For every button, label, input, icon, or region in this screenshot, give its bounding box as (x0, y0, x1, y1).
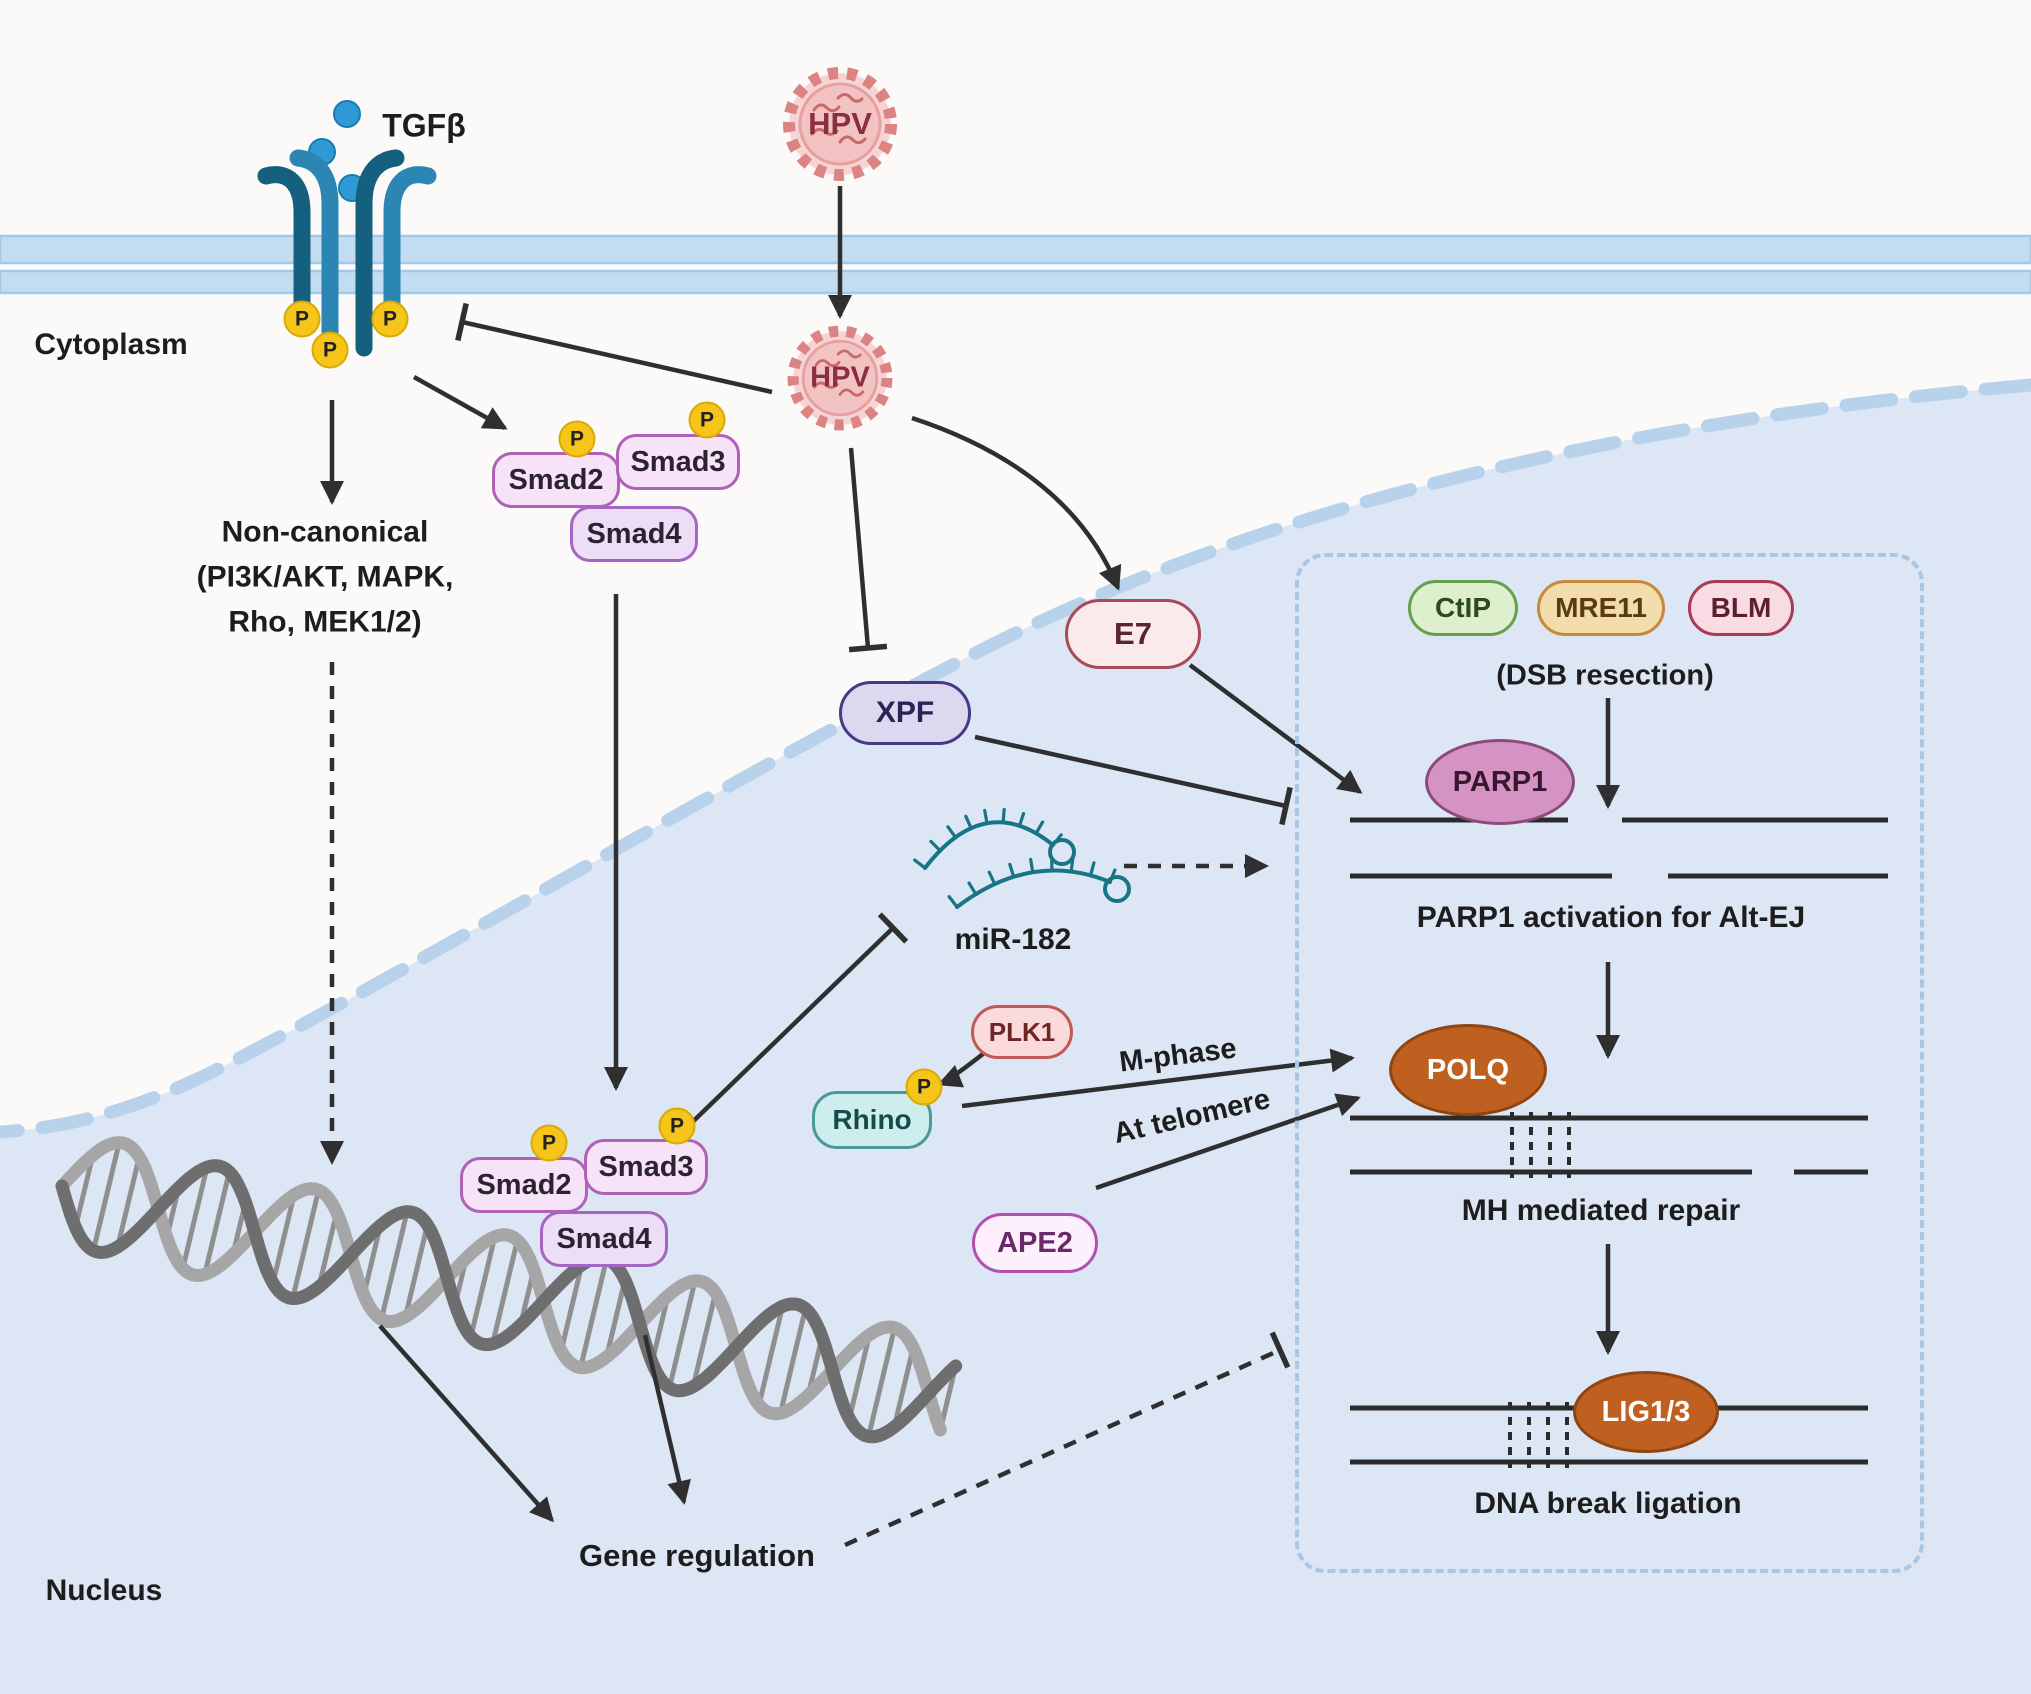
dna-break-ligation-label: DNA break ligation (1474, 1487, 1742, 1520)
tgfb-receptor-complex (257, 100, 437, 357)
dsb-resection-label: (DSB resection) (1496, 659, 1714, 692)
arrow-dna-to-gene-regulation-1 (378, 1324, 554, 1523)
mre11-node: MRE11 (1537, 580, 1665, 636)
gene-regulation-label: Gene regulation (579, 1538, 815, 1573)
dna-strands-mh-step (1350, 1112, 1868, 1178)
arrow-e7-to-altej (1188, 663, 1363, 794)
ctip-node: CtIP (1408, 580, 1518, 636)
arrow-dna-to-gene-regulation-2 (642, 1334, 691, 1505)
plk1-node: PLK1 (971, 1005, 1073, 1059)
mh-mediated-repair-label: MH mediated repair (1461, 1194, 1741, 1227)
smad3-node-cytoplasm: Smad3 (616, 434, 740, 490)
parp1-activation-label: PARP1 activation for Alt-EJ (1416, 901, 1806, 934)
blm-node: BLM (1688, 580, 1794, 636)
inhibition-hpv-to-xpf (848, 447, 888, 653)
hpv-virion-extracellular (783, 67, 897, 181)
dna-double-helix (55, 1136, 963, 1444)
cytoplasm-label: Cytoplasm (34, 328, 188, 361)
pathway-arrows (320, 186, 1620, 1548)
e7-node: E7 (1065, 599, 1201, 669)
arrow-telomere-to-polq (1095, 1093, 1361, 1191)
mir182-hairpin-icon (913, 807, 1131, 909)
smad4-node-nucleus: Smad4 (540, 1211, 668, 1267)
ape2-node: APE2 (972, 1213, 1098, 1273)
nucleus-label: Nucleus (45, 1574, 163, 1607)
inhibition-hpv-to-receptor (455, 302, 773, 395)
inhibition-gene-regulation-to-altej-dashed (844, 1331, 1291, 1548)
smad3-node-nucleus: Smad3 (584, 1139, 708, 1195)
hpv-label-extracellular: HPV (808, 106, 872, 141)
arrow-receptor-to-smad (412, 375, 508, 430)
non-canonical-line3: Rho, MEK1/2) (228, 605, 422, 639)
xpf-node: XPF (839, 681, 971, 745)
non-canonical-label: Non-canonical (PI3K/AKT, MAPK, Rho, MEK1… (197, 510, 454, 645)
phospho-badge-rhino: P (905, 1068, 943, 1106)
smad2-node-cytoplasm: Smad2 (492, 452, 620, 508)
phospho-badge-receptor-1: P (283, 300, 321, 338)
polq-node: POLQ (1389, 1024, 1547, 1116)
phospho-badge-smad3-cytoplasm: P (688, 401, 726, 439)
lig13-node: LIG1/3 (1573, 1371, 1719, 1453)
phospho-badge-smad3-nucleus: P (658, 1107, 696, 1145)
phospho-badge-smad2-cytoplasm: P (558, 420, 596, 458)
smad4-node-cytoplasm: Smad4 (570, 506, 698, 562)
non-canonical-line2: (PI3K/AKT, MAPK, (196, 560, 454, 594)
altej-pathway-box (1295, 553, 1924, 1573)
arrow-hpv-to-e7 (911, 415, 1122, 591)
smad2-node-nucleus: Smad2 (460, 1157, 588, 1213)
tgfb-label: TGFβ (382, 107, 466, 144)
non-canonical-line1: Non-canonical (221, 515, 429, 549)
phospho-badge-smad2-nucleus: P (530, 1124, 568, 1162)
mir182-label: miR-182 (954, 923, 1072, 956)
hpv-virion-cytoplasmic (787, 325, 893, 431)
hpv-label-cytoplasmic: HPV (810, 361, 870, 394)
inhibition-smad-to-mir182 (676, 912, 909, 1138)
arrow-rhino-to-polq (961, 1048, 1355, 1109)
tgfb-ligand-dot (333, 100, 361, 128)
inhibition-xpf-to-altej (974, 734, 1293, 826)
phospho-badge-receptor-3: P (371, 300, 409, 338)
phospho-badge-receptor-2: P (311, 331, 349, 369)
parp1-node: PARP1 (1425, 739, 1575, 825)
nuclear-envelope-dashed-line (0, 378, 2031, 1139)
